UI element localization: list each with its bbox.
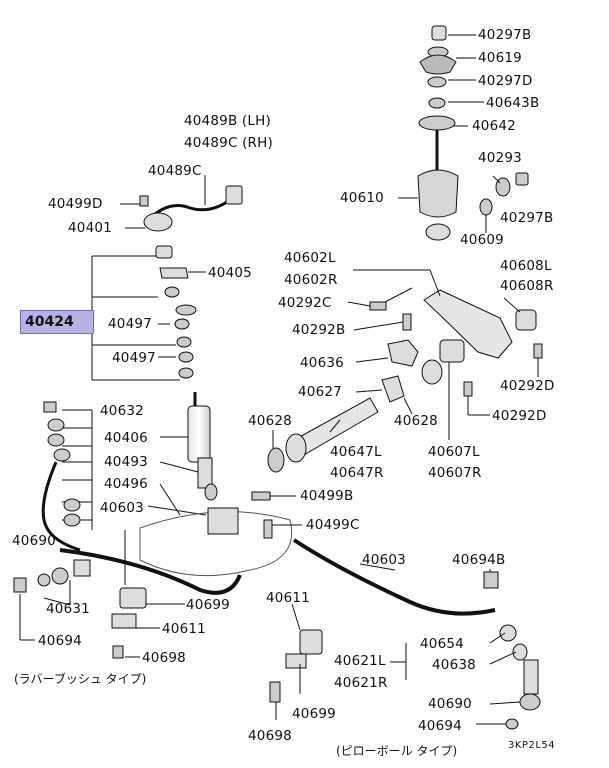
label-40610[interactable]: 40610 — [340, 190, 384, 206]
label-40631[interactable]: 40631 — [46, 601, 90, 617]
nut-40297b — [431, 25, 447, 41]
label-40654[interactable]: 40654 — [420, 636, 464, 652]
label-40694-c[interactable]: 40694 — [418, 718, 462, 734]
label-40699-a[interactable]: 40699 — [186, 597, 230, 613]
label-40690-b[interactable]: 40690 — [428, 696, 472, 712]
label-40406[interactable]: 40406 — [104, 430, 148, 446]
label-40489b[interactable]: 40489B (LH) — [184, 113, 271, 129]
label-40602r[interactable]: 40602R — [284, 272, 338, 288]
label-40647l[interactable]: 40647L — [330, 444, 382, 460]
label-40292d-b[interactable]: 40292D — [492, 408, 547, 424]
label-40694b[interactable]: 40694B — [452, 552, 506, 568]
label-40499d[interactable]: 40499D — [48, 196, 103, 212]
label-40297b-right[interactable]: 40297B — [500, 210, 554, 226]
label-40489c[interactable]: 40489C (RH) — [184, 135, 273, 151]
label-40424: 40424 — [25, 314, 74, 330]
bush-40643b — [428, 97, 446, 109]
label-40628-a[interactable]: 40628 — [248, 413, 292, 429]
label-40293[interactable]: 40293 — [478, 150, 522, 166]
nut-40297b-right — [515, 172, 529, 186]
label-40401[interactable]: 40401 — [68, 220, 112, 236]
sway-bar-40603-left — [59, 548, 242, 595]
label-40642[interactable]: 40642 — [472, 118, 516, 134]
sensor-harness — [148, 198, 231, 220]
label-40493[interactable]: 40493 — [104, 454, 148, 470]
label-40619[interactable]: 40619 — [478, 50, 522, 66]
label-40497-a[interactable]: 40497 — [108, 316, 152, 332]
label-40496[interactable]: 40496 — [104, 476, 148, 492]
label-40297b-top[interactable]: 40297B — [478, 27, 532, 43]
label-40621r[interactable]: 40621R — [334, 675, 388, 691]
shock-40406 — [187, 405, 211, 463]
label-40292b[interactable]: 40292B — [292, 322, 346, 338]
label-40292c[interactable]: 40292C — [278, 295, 332, 311]
label-40621l[interactable]: 40621L — [334, 653, 386, 669]
label-40405[interactable]: 40405 — [208, 265, 252, 281]
label-40499c[interactable]: 40499C — [306, 517, 360, 533]
label-40499b[interactable]: 40499B — [300, 488, 354, 504]
label-40698-a[interactable]: 40698 — [142, 650, 186, 666]
lateral-rod-40602 — [423, 289, 513, 359]
label-40609[interactable]: 40609 — [460, 232, 504, 248]
label-40292d-a[interactable]: 40292D — [500, 378, 555, 394]
label-40636[interactable]: 40636 — [300, 355, 344, 371]
mount-40619 — [419, 54, 457, 75]
nut-40297d — [427, 76, 447, 88]
label-40297d[interactable]: 40297D — [478, 73, 533, 89]
label-40694-a[interactable]: 40694 — [38, 633, 82, 649]
label-40628-b[interactable]: 40628 — [394, 413, 438, 429]
mount-40642 — [418, 115, 456, 131]
label-40698-b[interactable]: 40698 — [248, 728, 292, 744]
label-40638[interactable]: 40638 — [432, 657, 476, 673]
label-40632[interactable]: 40632 — [100, 403, 144, 419]
label-40608l[interactable]: 40608L — [500, 258, 552, 274]
label-40647r[interactable]: 40647R — [330, 465, 384, 481]
label-40611-b[interactable]: 40611 — [266, 590, 310, 606]
diagram-code: 3KP2L54 — [508, 740, 556, 751]
label-40611-a[interactable]: 40611 — [162, 621, 206, 637]
label-40603-a[interactable]: 40603 — [100, 500, 144, 516]
label-40603-b[interactable]: 40603 — [362, 552, 406, 568]
label-40608r[interactable]: 40608R — [500, 278, 554, 294]
caption-rubber-bush: (ラバーブッシュ タイプ) — [14, 672, 147, 686]
highlight-40424[interactable]: 40424 — [20, 310, 94, 334]
collar-40609 — [479, 198, 493, 216]
label-40497-b[interactable]: 40497 — [112, 350, 156, 366]
label-40607r[interactable]: 40607R — [428, 465, 482, 481]
label-40690-a[interactable]: 40690 — [12, 533, 56, 549]
shock-40610 — [417, 169, 459, 218]
label-40627[interactable]: 40627 — [298, 384, 342, 400]
label-40699-b[interactable]: 40699 — [292, 706, 336, 722]
sway-bar-40603-right — [292, 538, 496, 616]
label-40607l[interactable]: 40607L — [428, 444, 480, 460]
label-40489c-2[interactable]: 40489C — [148, 163, 202, 179]
label-40602l[interactable]: 40602L — [284, 250, 336, 266]
label-40643b[interactable]: 40643B — [486, 95, 540, 111]
caption-pillow-ball: (ピローボール タイプ) — [336, 744, 458, 758]
